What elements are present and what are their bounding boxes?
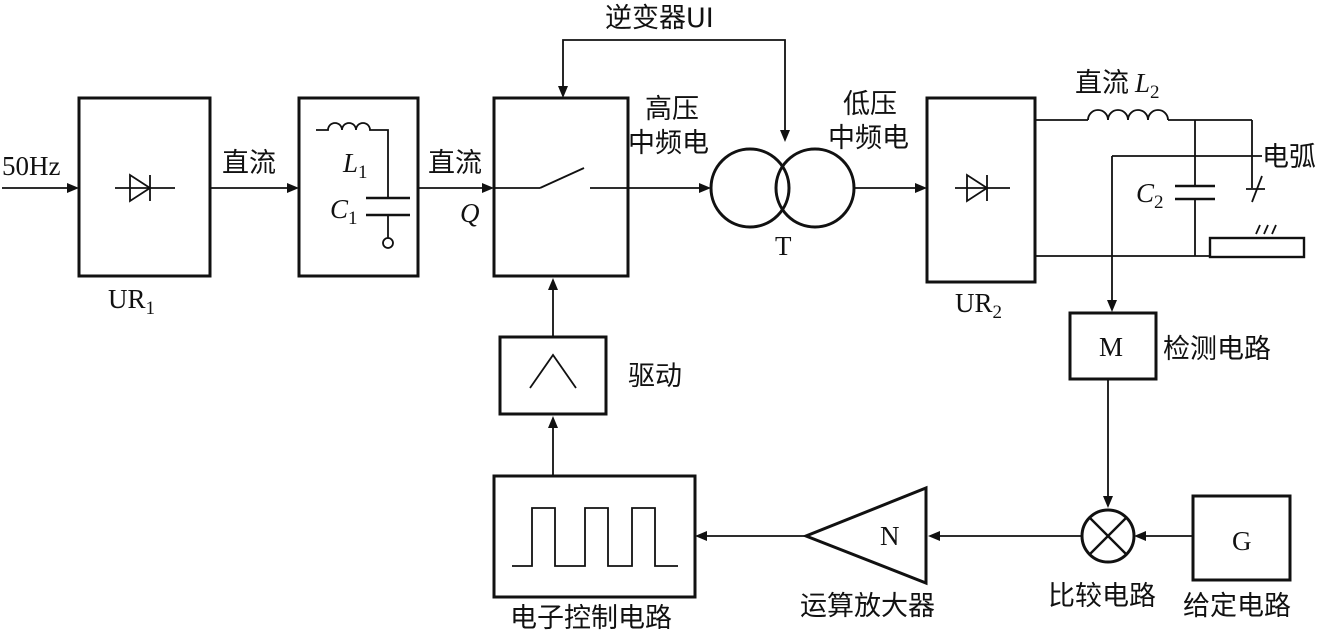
- low-voltage-label-line1: 低压: [843, 89, 897, 120]
- op-amp-caption: 运算放大器: [800, 591, 935, 622]
- electronic-control-box: [492, 474, 697, 599]
- c1-label: C1: [330, 194, 358, 229]
- q-label: Q: [460, 198, 480, 228]
- detect-arrow: [1107, 300, 1117, 312]
- electrode-icon: [1246, 175, 1265, 203]
- high-voltage-label-line2: 中频电: [628, 128, 709, 159]
- ur1-diode-icon: [115, 173, 175, 203]
- ur1-rectifier-box: [77, 96, 212, 278]
- workpiece-icon: [1208, 224, 1306, 259]
- drive-box: [498, 335, 608, 416]
- given-to-compare-arrow: [1134, 531, 1146, 541]
- c2-label: C2: [1136, 178, 1164, 213]
- detect-box-label: M: [1099, 332, 1123, 362]
- transformer-icon: [709, 147, 856, 229]
- dc-label-2: 直流: [428, 148, 482, 179]
- given-circuit-label: 给定电路: [1183, 591, 1291, 622]
- inverter-switch-box: [492, 96, 630, 278]
- comparator-icon: [1080, 508, 1136, 564]
- detect-box: [1068, 311, 1158, 381]
- output-circuit: [1035, 109, 1262, 302]
- given-box: [1191, 494, 1292, 582]
- drive-to-inverter-arrow: [548, 278, 558, 290]
- ur2-label: UR2: [955, 288, 1002, 323]
- l1-inductor-icon: [316, 122, 389, 198]
- transformer-label: T: [775, 231, 792, 261]
- hf-arrow-2: [915, 183, 927, 193]
- compare-to-amp-arrow: [928, 531, 940, 541]
- switch-icon: [494, 167, 628, 189]
- inverter-feedback-arrow-down: [558, 86, 568, 98]
- c1-capacitor-icon: [366, 196, 410, 249]
- detect-circuit-label: 检测电路: [1163, 334, 1271, 365]
- ur2-rectifier-box: [925, 96, 1037, 284]
- dc-arrow-2: [482, 183, 494, 193]
- l1-label: L1: [342, 148, 368, 183]
- op-amp-icon: [801, 485, 928, 586]
- ur1-label: UR1: [108, 284, 155, 319]
- low-voltage-label-line2: 中频电: [828, 123, 909, 154]
- op-amp-label: N: [880, 521, 900, 551]
- c2-capacitor-icon: [1175, 184, 1215, 201]
- control-to-drive-arrow: [548, 416, 558, 428]
- given-box-label: G: [1232, 526, 1252, 556]
- hf-arrow-1: [699, 183, 711, 193]
- electronic-control-label: 电子控制电路: [510, 603, 672, 633]
- detect-to-compare-arrow: [1103, 496, 1113, 508]
- drive-icon: [529, 353, 577, 389]
- dc-label-1: 直流: [222, 148, 276, 179]
- compare-circuit-label: 比较电路: [1048, 581, 1156, 612]
- input-arrow: [67, 183, 79, 193]
- high-voltage-label-line1: 高压: [645, 94, 699, 125]
- lc-filter-box: [297, 96, 420, 278]
- amp-to-control-arrow: [695, 531, 707, 541]
- input-frequency-label: 50Hz: [2, 151, 60, 181]
- transformer-feedback-arrow: [780, 130, 790, 142]
- pulse-waveform-icon: [512, 507, 678, 567]
- drive-label: 驱动: [628, 361, 682, 392]
- inverter-label: 逆变器UI: [605, 3, 714, 34]
- inverter-feedback-line: [562, 39, 786, 132]
- dc-arrow-1: [287, 183, 299, 193]
- arc-label: 电弧: [1262, 142, 1316, 173]
- ur2-diode-icon: [955, 173, 1010, 203]
